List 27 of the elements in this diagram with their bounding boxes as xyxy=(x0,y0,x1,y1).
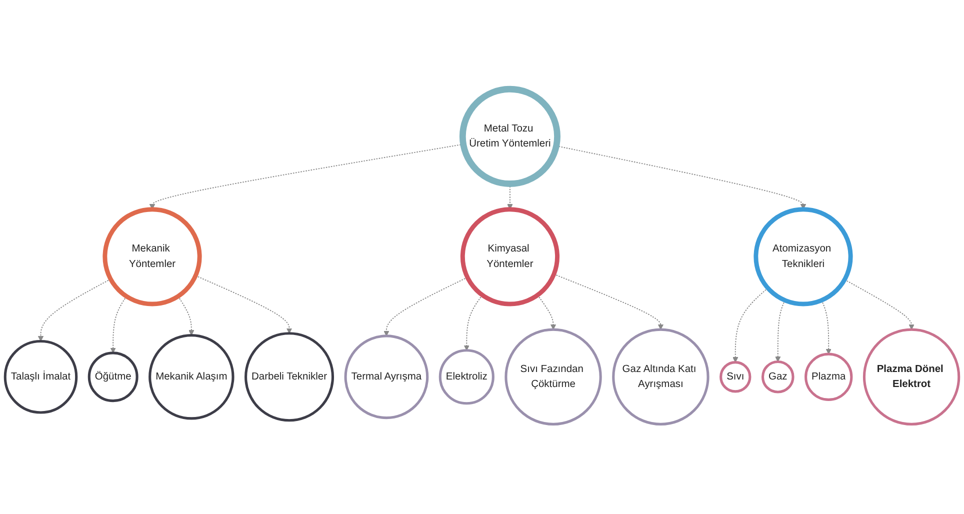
node-circle: Elektroliz xyxy=(438,349,494,405)
node-circle: Sıvı xyxy=(720,361,752,394)
node-circle: Gaz xyxy=(761,360,794,394)
node-circle: Atomizasyon Teknikleri xyxy=(754,207,853,307)
arrow xyxy=(38,278,112,342)
node-circle: Öğütme xyxy=(88,352,138,402)
arrow xyxy=(732,288,768,363)
arrow xyxy=(537,294,556,330)
node-circle: Metal Tozu Üretim Yöntemleri xyxy=(459,86,560,188)
arrow xyxy=(821,300,832,355)
arrow xyxy=(384,277,468,337)
node-circle: Darbeli Teknikler xyxy=(244,332,334,422)
node-circle: Mekanik Yöntemler xyxy=(102,207,202,307)
node-circle: Termal Ayrışma xyxy=(344,335,429,420)
arrow xyxy=(464,294,483,351)
arrow xyxy=(110,296,127,354)
arrow xyxy=(775,300,786,362)
arrow xyxy=(195,276,292,334)
node-circle: Gaz Altında Katı Ayrışması xyxy=(612,328,710,426)
arrow xyxy=(178,296,194,336)
arrow xyxy=(844,279,914,330)
node-circle: Sıvı Fazından Çöktürme xyxy=(504,328,602,426)
node-circle: Kimyasal Yöntemler xyxy=(460,207,560,307)
node-circle: Mekanik Alaşım xyxy=(148,334,234,420)
node-circle: Talaşlı İmalat xyxy=(4,340,78,414)
node-circle: Plazma xyxy=(804,353,853,402)
node-circle: Plazma Dönel Elektrot xyxy=(862,328,960,426)
